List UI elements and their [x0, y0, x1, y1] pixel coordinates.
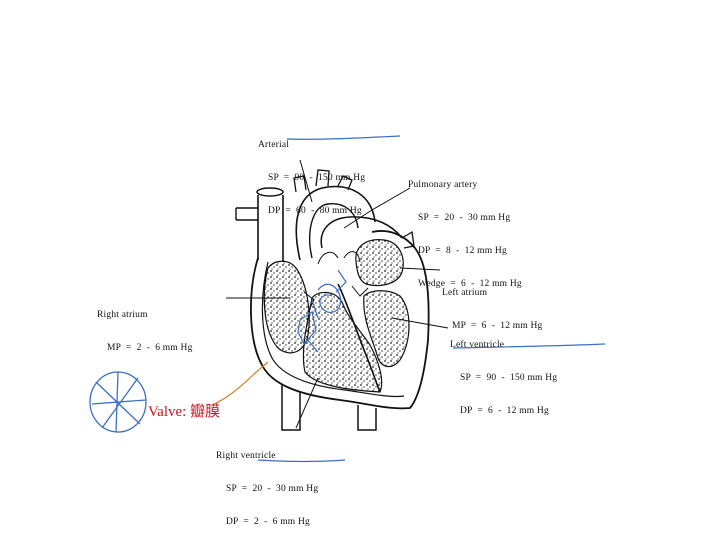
septum [337, 283, 381, 393]
label-left-ventricle: Left ventricle SP = 90 - 150 mm Hg DP = … [450, 318, 557, 439]
blue-underlines [257, 135, 606, 463]
label-value: SP = 20 - 30 mm Hg [418, 213, 511, 223]
label-title: Right atrium [97, 310, 148, 320]
pulmonary-trunk [320, 216, 415, 249]
label-title: Right ventricle [216, 451, 276, 461]
leader-lines [226, 159, 449, 429]
valve-sketch [303, 251, 369, 313]
valve-pointer-line [213, 361, 269, 405]
label-value: SP = 90 - 150 mm Hg [460, 373, 558, 383]
superior-vena-cava [235, 187, 284, 262]
blue-valve-annotation [297, 269, 347, 353]
label-value: SP = 20 - 30 mm Hg [226, 484, 319, 494]
label-right-ventricle: Right ventricle SP = 20 - 30 mm Hg DP = … [216, 429, 318, 550]
label-title: Arterial [258, 140, 290, 150]
label-left-atrium: Left atrium MP = 6 - 12 mm Hg [442, 266, 543, 354]
label-value: MP = 2 - 6 mm Hg [107, 343, 193, 353]
hand-drawn-valve-icon [89, 371, 147, 433]
label-arterial: Arterial SP = 90 - 150 mm Hg DP = 60 - 8… [258, 118, 365, 239]
label-value: MP = 6 - 12 mm Hg [452, 321, 543, 331]
valve-annotation-text: Valve: 瓣膜 [148, 404, 221, 420]
right-atrium-chamber [263, 260, 310, 354]
label-title: Left atrium [442, 288, 488, 298]
label-title: Pulmonary artery [408, 180, 478, 190]
label-value: DP = 2 - 6 mm Hg [226, 517, 310, 527]
label-title: Left ventricle [450, 340, 505, 350]
label-value: Wedge = 6 - 12 mm Hg [418, 279, 522, 289]
label-value: DP = 8 - 12 mm Hg [418, 246, 507, 256]
label-pulmonary-artery: Pulmonary artery SP = 20 - 30 mm Hg DP =… [408, 158, 522, 312]
heart-outline [250, 230, 430, 410]
right-ventricle-chamber [302, 291, 383, 393]
label-right-atrium: Right atrium MP = 2 - 6 mm Hg [97, 288, 193, 376]
label-value: SP = 90 - 150 mm Hg [268, 173, 366, 183]
aortic-arch [293, 169, 376, 261]
label-value: DP = 6 - 12 mm Hg [460, 406, 549, 416]
left-ventricle-chamber [363, 290, 410, 368]
left-atrium-chamber [355, 239, 404, 287]
label-value: DP = 60 - 80 mm Hg [268, 206, 362, 216]
inferior-vessels [281, 385, 377, 431]
